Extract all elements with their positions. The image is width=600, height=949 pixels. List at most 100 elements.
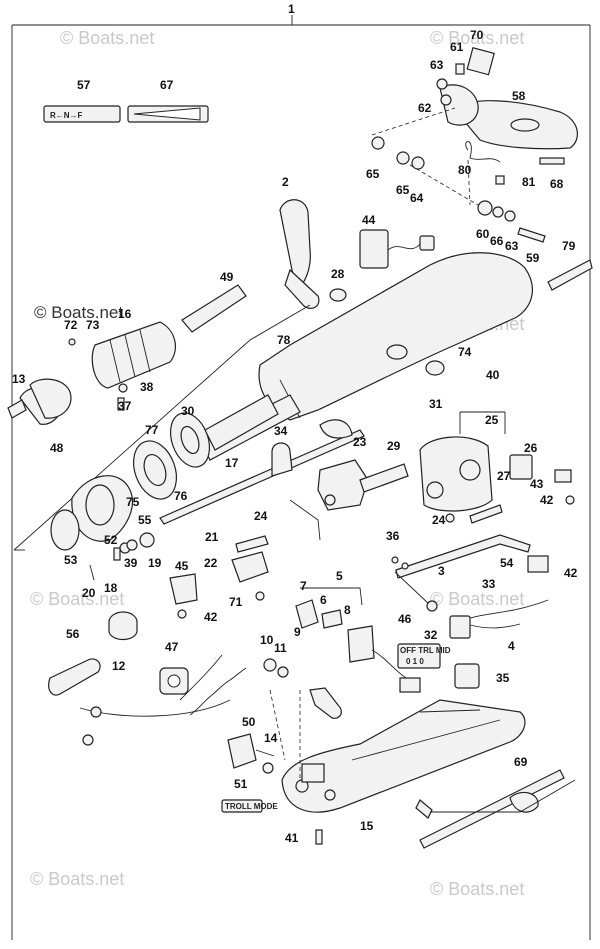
switch-44	[359, 229, 435, 269]
decal-67	[127, 105, 209, 123]
watermark: © Boats.net	[430, 879, 524, 899]
callout-69: 69	[514, 755, 528, 769]
callout-75: 75	[126, 495, 140, 509]
base-plate-15	[269, 689, 526, 813]
callout-65: 65	[396, 183, 410, 197]
shaft-17	[159, 419, 365, 525]
callout-61: 61	[450, 40, 464, 54]
callout-6: 6	[320, 593, 327, 607]
callout-9: 9	[294, 625, 301, 639]
callout-7: 7	[300, 579, 307, 593]
lever-56	[48, 658, 101, 696]
callout-15: 15	[360, 819, 374, 833]
callout-22: 22	[204, 556, 218, 570]
callout-41: 41	[285, 831, 299, 845]
callout-68: 68	[550, 177, 564, 191]
callout-49: 49	[220, 270, 234, 284]
switch-tag-top: OFF TRL MID	[400, 646, 451, 655]
callout-56: 56	[66, 627, 80, 641]
callout-78: 78	[277, 333, 291, 347]
switch-tag-46	[397, 643, 441, 669]
callout-48: 48	[50, 441, 64, 455]
callout-72: 72	[64, 318, 78, 332]
shift-handle-2	[279, 199, 347, 309]
watermark: © Boats.net	[60, 28, 154, 48]
knob-12	[108, 611, 138, 641]
harness-4	[449, 599, 549, 639]
callout-64: 64	[410, 191, 424, 205]
callout-76: 76	[174, 489, 188, 503]
callout-31: 31	[429, 397, 443, 411]
screw-41	[315, 829, 323, 845]
callout-54: 54	[500, 556, 514, 570]
callout-59: 59	[526, 251, 540, 265]
callout-44: 44	[362, 213, 376, 227]
callout-23: 23	[353, 435, 367, 449]
watermark: © Boats.net	[30, 869, 124, 889]
callout-38: 38	[140, 380, 154, 394]
callout-4: 4	[508, 639, 515, 653]
callout-32: 32	[424, 628, 438, 642]
bracket-58	[371, 47, 593, 291]
switch-assembly	[295, 587, 421, 693]
callout-19: 19	[148, 556, 162, 570]
link-69	[415, 769, 576, 849]
callout-35: 35	[496, 671, 510, 685]
switch-50	[227, 733, 275, 774]
assembly-bracket	[11, 15, 591, 940]
callout-63: 63	[430, 58, 444, 72]
callout-3: 3	[438, 564, 445, 578]
callout-60: 60	[476, 227, 490, 241]
callout-42: 42	[540, 493, 554, 507]
callout-45: 45	[175, 559, 189, 573]
callout-43: 43	[530, 477, 544, 491]
friction-plates	[132, 394, 279, 500]
watermark: © Boats.net	[30, 589, 124, 609]
callout-27: 27	[497, 469, 511, 483]
callout-14: 14	[264, 731, 278, 745]
callout-28: 28	[331, 267, 345, 281]
callout-66: 66	[490, 234, 504, 248]
watermark-main: © Boats.net	[34, 303, 123, 322]
callout-17: 17	[225, 456, 239, 470]
callout-79: 79	[562, 239, 576, 253]
callout-71: 71	[229, 595, 243, 609]
callout-8: 8	[344, 603, 351, 617]
callout-10: 10	[260, 633, 274, 647]
plate-35	[454, 663, 480, 689]
callout-50: 50	[242, 715, 256, 729]
callout-62: 62	[418, 101, 432, 115]
callout-37: 37	[118, 399, 132, 413]
throttle-body	[419, 411, 575, 524]
watermarks: © Boats.net © Boats.net © Boats.net © Bo…	[30, 28, 524, 899]
callout-73: 73	[86, 318, 100, 332]
callout-47: 47	[165, 640, 179, 654]
callout-53: 53	[64, 553, 78, 567]
cable-33	[391, 534, 549, 612]
callout-67: 67	[160, 78, 174, 92]
callout-51: 51	[234, 777, 248, 791]
callout-36: 36	[386, 529, 400, 543]
callout-40: 40	[486, 368, 500, 382]
callout-25: 25	[485, 413, 499, 427]
callout-13: 13	[12, 372, 26, 386]
bracket-23	[289, 459, 409, 541]
callout-65: 65	[366, 167, 380, 181]
callout-42: 42	[564, 566, 578, 580]
callout-34: 34	[274, 424, 288, 438]
callout-80: 80	[458, 163, 472, 177]
callout-77: 77	[145, 423, 159, 437]
callout-21: 21	[205, 530, 219, 544]
trolling-tag-text: TROLL MODE	[225, 802, 278, 811]
shift-decal-text: R←N→F	[50, 111, 83, 120]
watermark: © Boats.net	[430, 589, 524, 609]
callout-70: 70	[470, 28, 484, 42]
callout-63: 63	[505, 239, 519, 253]
callout-26: 26	[524, 441, 538, 455]
callout-39: 39	[124, 556, 138, 570]
watermark: © Boats.net	[430, 28, 524, 48]
callout-2: 2	[282, 175, 289, 189]
callout-11: 11	[274, 641, 287, 655]
